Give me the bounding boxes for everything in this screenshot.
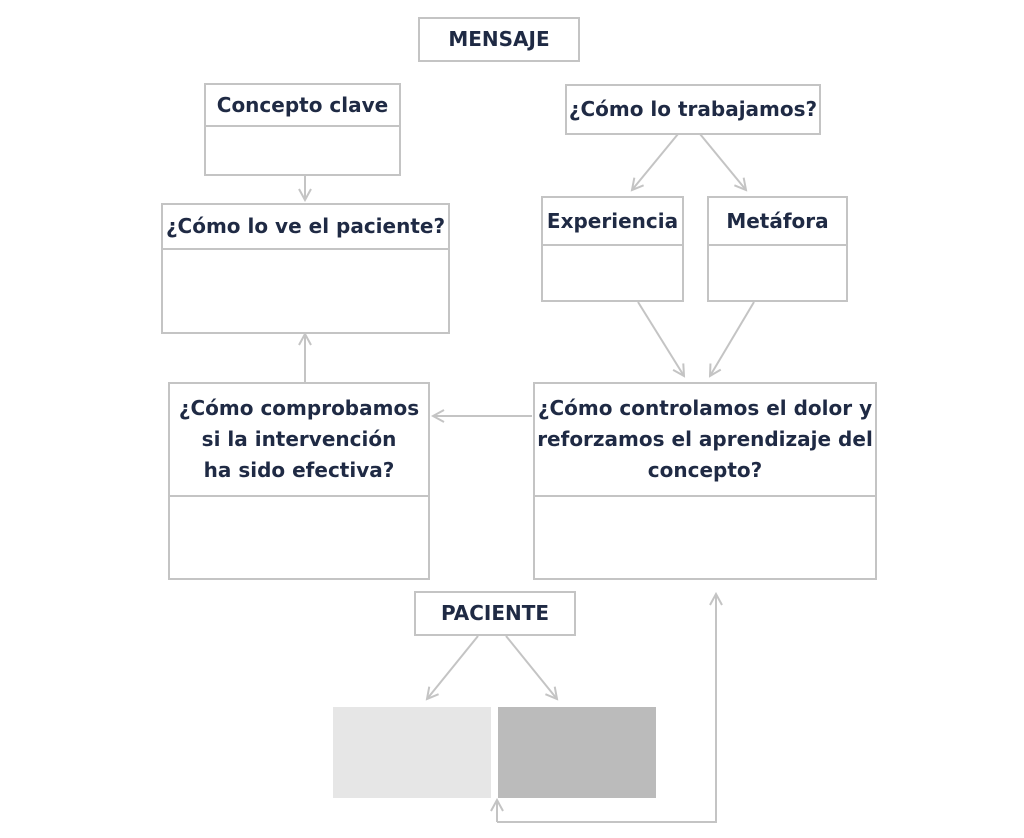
- mensaje-label: MENSAJE: [448, 27, 550, 51]
- paciente-label: PACIENTE: [440, 601, 550, 625]
- como-trabajamos-label: ¿Cómo lo trabajamos?: [568, 97, 818, 121]
- left-gray-block: [333, 707, 491, 798]
- arrow-loop-to-control: [497, 594, 716, 823]
- como-comprobamos-box: ¿Cómo comprobamos si la intervención ha …: [168, 382, 430, 580]
- como-comprobamos-label: ¿Cómo comprobamos si la intervención ha …: [170, 384, 428, 497]
- arrow-paciente-to-right-block: [505, 635, 557, 699]
- como-controlamos-box: ¿Cómo controlamos el dolor y reforzamos …: [533, 382, 877, 580]
- paciente-box: PACIENTE: [414, 591, 576, 636]
- experiencia-box: Experiencia: [541, 196, 684, 302]
- mensaje-box: MENSAJE: [418, 17, 580, 62]
- arrow-trabajamos-to-metafora: [699, 133, 746, 190]
- como-trabajamos-box: ¿Cómo lo trabajamos?: [565, 84, 821, 135]
- concepto-clave-label: Concepto clave: [206, 85, 399, 127]
- right-gray-block: [498, 707, 656, 798]
- arrow-trabajamos-to-experiencia: [632, 133, 679, 190]
- arrow-paciente-to-left-block: [427, 635, 479, 699]
- como-lo-ve-box: ¿Cómo lo ve el paciente?: [161, 203, 450, 334]
- concepto-clave-box: Concepto clave: [204, 83, 401, 176]
- arrow-experiencia-to-control: [637, 301, 684, 376]
- metafora-box: Metáfora: [707, 196, 848, 302]
- como-controlamos-label: ¿Cómo controlamos el dolor y reforzamos …: [535, 384, 875, 497]
- como-lo-ve-label: ¿Cómo lo ve el paciente?: [163, 205, 448, 250]
- arrow-metafora-to-control: [710, 301, 755, 376]
- experiencia-label: Experiencia: [543, 198, 682, 246]
- metafora-label: Metáfora: [709, 198, 846, 246]
